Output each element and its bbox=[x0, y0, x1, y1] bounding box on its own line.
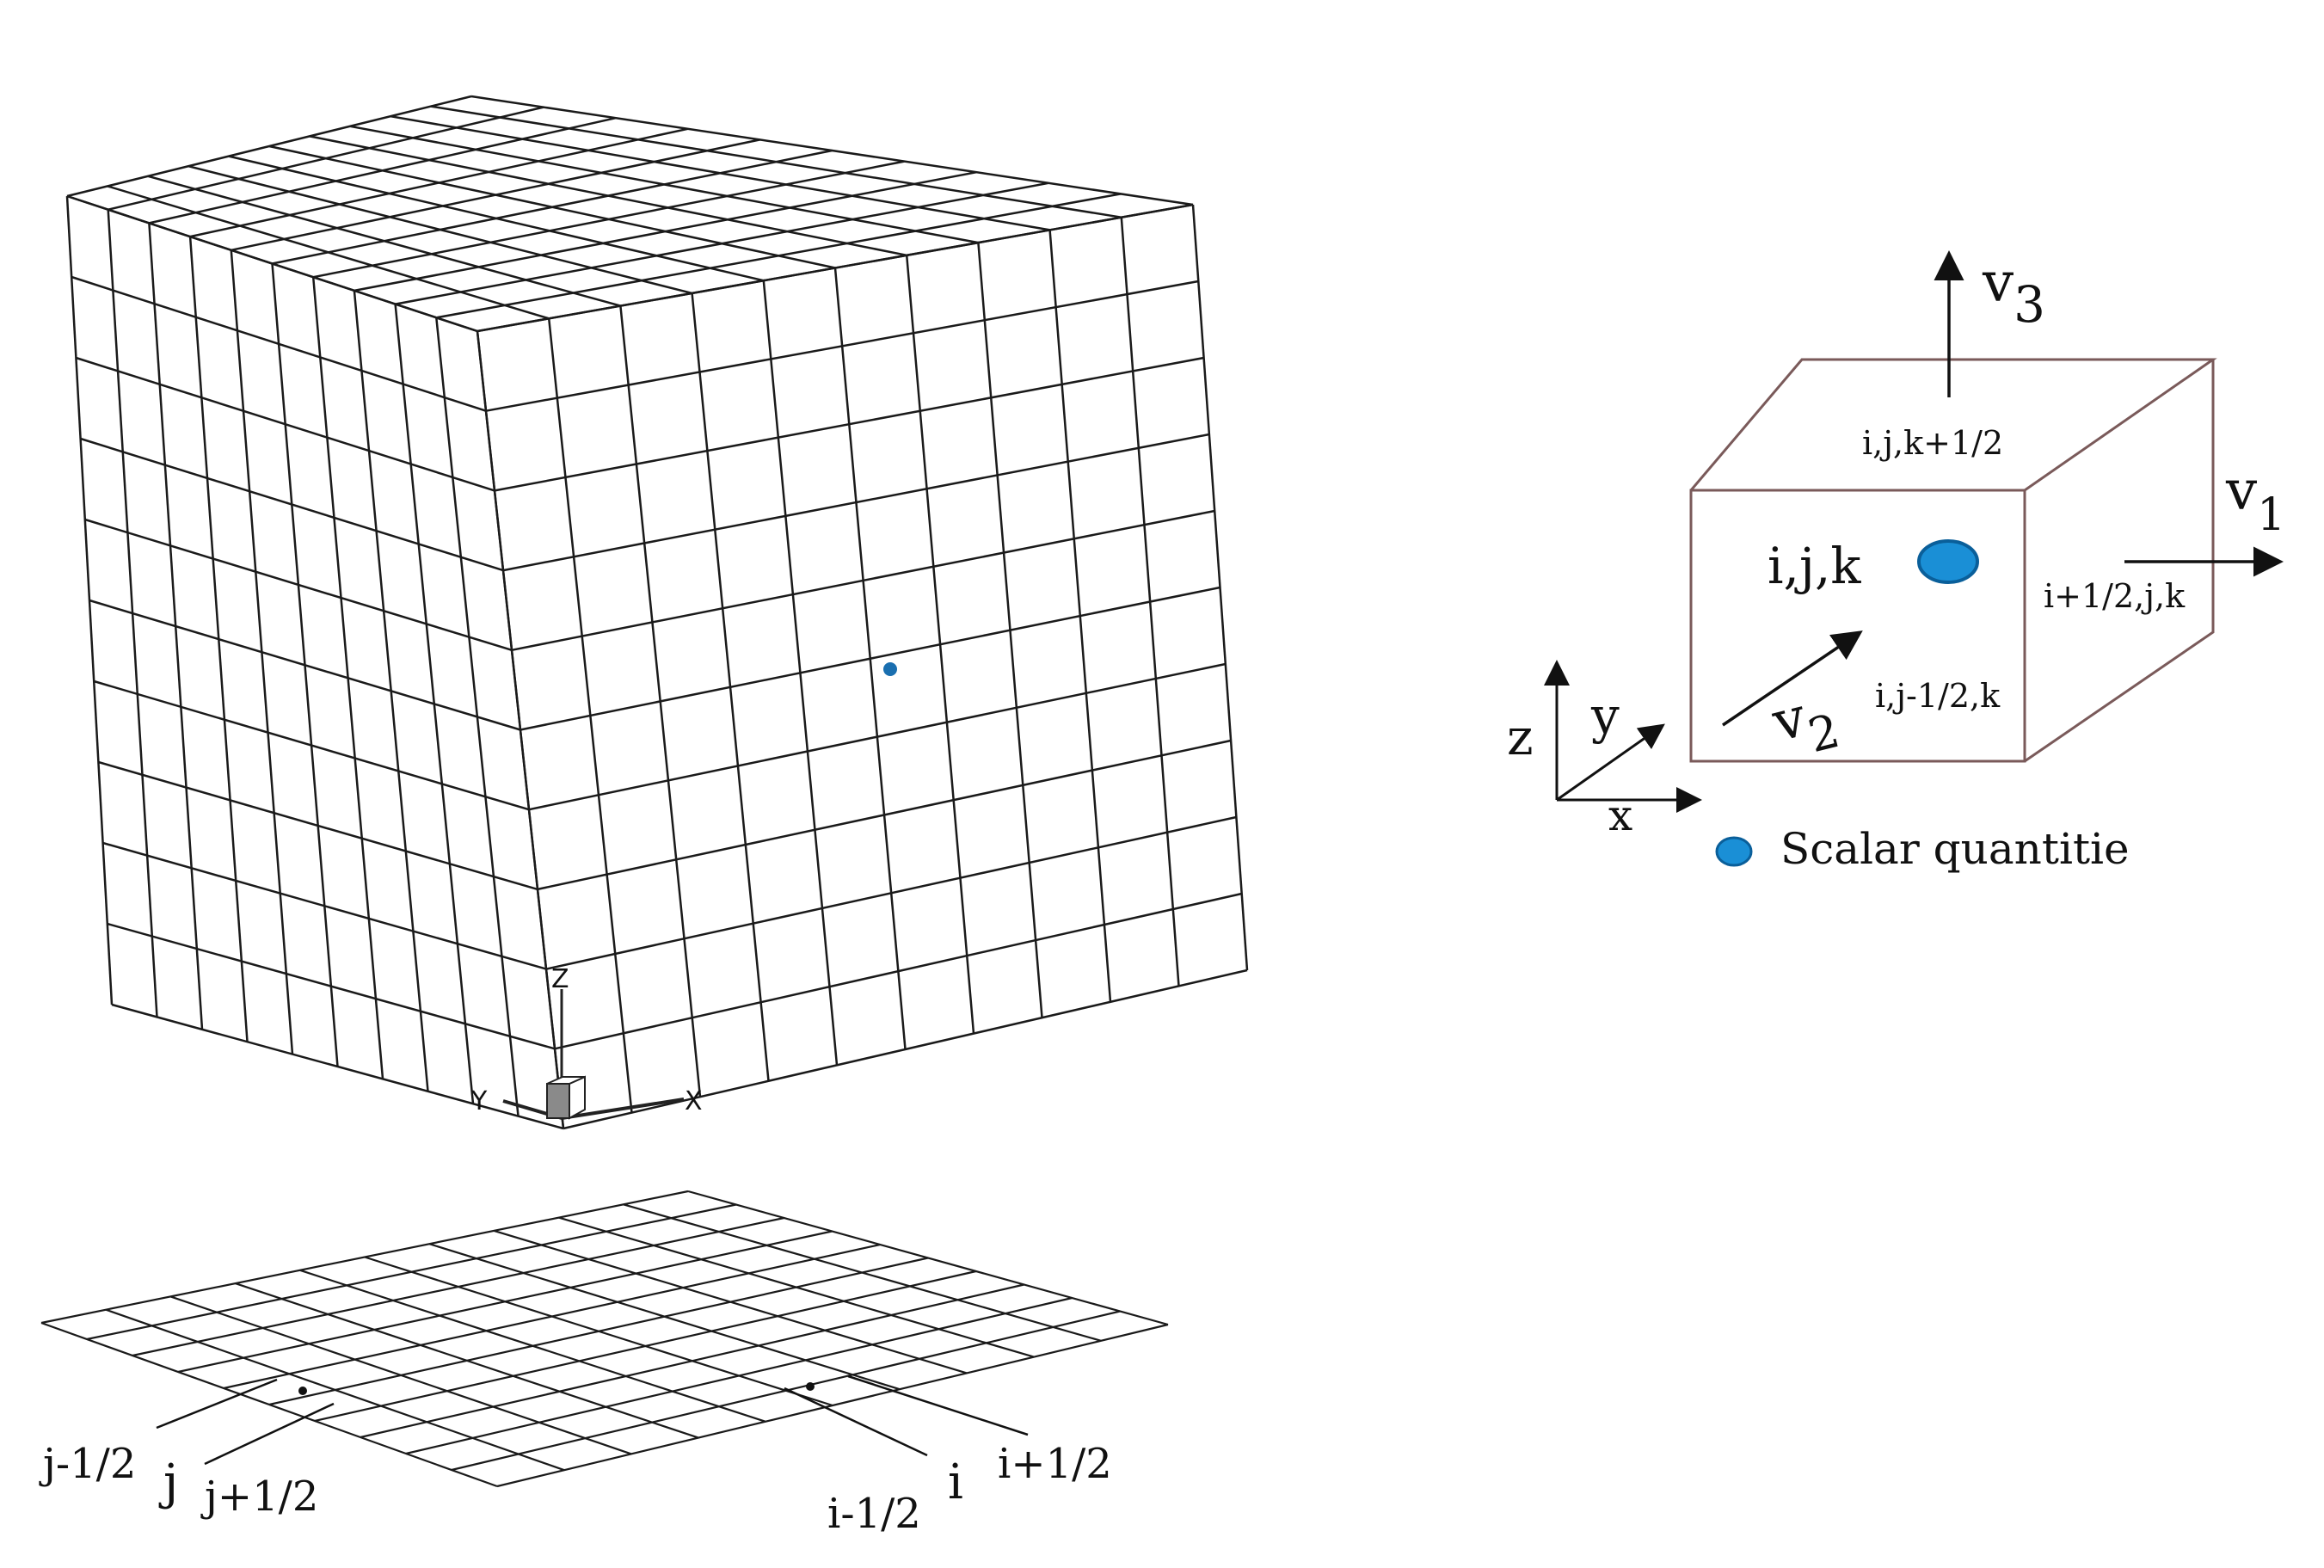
cube-top-line-v6 bbox=[309, 135, 907, 257]
cube-left-line-v3 bbox=[80, 437, 504, 572]
cube-top-line-v3 bbox=[188, 164, 692, 295]
cube-right-line-v8 bbox=[545, 815, 1237, 970]
cube-top-line-v2 bbox=[147, 175, 621, 307]
center-scalar-dot bbox=[1917, 539, 1979, 584]
cube-left-line-v8 bbox=[102, 841, 547, 970]
plane-line-v3 bbox=[177, 1230, 833, 1374]
cell-top-face bbox=[1689, 358, 2217, 492]
label-i-minus-half: i-1/2 bbox=[827, 1490, 921, 1538]
cube-top-line-v8 bbox=[390, 114, 1050, 231]
mesh-axis-triad: Z Y X bbox=[470, 964, 703, 1120]
cube-right-line-v7 bbox=[537, 739, 1232, 891]
triad-x-label: X bbox=[685, 1086, 703, 1116]
cube-top-line-v5 bbox=[268, 145, 836, 269]
cube-right-line-v6 bbox=[528, 662, 1227, 811]
cube-left-line-v10 bbox=[111, 1003, 564, 1130]
cube-left-line-v4 bbox=[84, 518, 513, 651]
plane-annotations: j-1/2 j j+1/2 i-1/2 i i+1/2 bbox=[39, 1374, 1112, 1538]
cube-right-line-v3 bbox=[502, 433, 1210, 572]
cube-right-line-v0 bbox=[476, 203, 1194, 333]
plane-line-v0 bbox=[40, 1190, 689, 1325]
cell-front-face bbox=[1689, 489, 2026, 763]
cube-right-line-v2 bbox=[494, 356, 1204, 492]
cube-right-line-v9 bbox=[554, 892, 1242, 1050]
axis-x-label: x bbox=[1608, 790, 1632, 840]
cube-top-face bbox=[66, 95, 1194, 333]
cube-top-line-v1 bbox=[107, 185, 550, 320]
top-face-index: i,j,k+1/2 bbox=[1862, 424, 2003, 462]
front-face-index: i,j-1/2,k bbox=[1875, 677, 2001, 715]
plane-mesh bbox=[40, 1190, 1169, 1488]
triad-y-label: Y bbox=[470, 1086, 488, 1116]
cube-mesh bbox=[65, 95, 1249, 1130]
cube-right-face bbox=[476, 203, 1249, 1130]
center-index: i,j,k bbox=[1768, 537, 1861, 595]
label-i-plus-half: i+1/2 bbox=[998, 1440, 1112, 1488]
label-j-plus-half: j+1/2 bbox=[200, 1473, 318, 1521]
cube-left-face bbox=[65, 194, 565, 1130]
cube-right-line-v4 bbox=[511, 509, 1215, 652]
triad-z-label: Z bbox=[551, 964, 569, 994]
cube-top-line-v4 bbox=[228, 155, 765, 282]
plane-line-v8 bbox=[405, 1296, 1073, 1455]
cube-center-dot bbox=[883, 662, 897, 676]
axis-y-label: y bbox=[1590, 686, 1620, 745]
cube-left-line-v0 bbox=[66, 194, 478, 333]
label-j-minus-half: j-1/2 bbox=[39, 1440, 136, 1488]
cube-top-line-v9 bbox=[430, 105, 1122, 218]
label-j: j bbox=[158, 1454, 178, 1510]
cube-top-line-v7 bbox=[349, 125, 979, 244]
v3-label: v3 bbox=[1982, 251, 2045, 334]
cube-top-line-v10 bbox=[470, 95, 1194, 206]
plane-j-dot bbox=[298, 1387, 307, 1395]
cube-left-line-v5 bbox=[89, 599, 521, 731]
plane-line-v1 bbox=[86, 1203, 737, 1341]
plane-line-v7 bbox=[360, 1283, 1024, 1439]
plane-line-v4 bbox=[223, 1243, 881, 1390]
cube-left-line-v2 bbox=[76, 356, 495, 492]
plane-line-v10 bbox=[496, 1323, 1169, 1488]
plane-line-v2 bbox=[132, 1216, 784, 1357]
axis-z-label: z bbox=[1507, 708, 1534, 766]
plane-line-v5 bbox=[268, 1257, 929, 1406]
legend: Scalar quantitie bbox=[1715, 824, 2130, 874]
cell-right-face bbox=[2024, 360, 2215, 763]
cube-right-line-v1 bbox=[485, 280, 1199, 412]
plane-i-dot bbox=[806, 1382, 815, 1391]
cube-right-line-v10 bbox=[563, 968, 1248, 1130]
legend-label: Scalar quantitie bbox=[1780, 824, 2130, 874]
cube-left-line-v1 bbox=[71, 275, 487, 412]
staggered-cell: v3 i,j,k+1/2 v1 i+1/2,j,k i,j,k v2 i,j-1… bbox=[1507, 250, 2285, 874]
cube-left-line-v6 bbox=[93, 679, 530, 811]
v1-label: v1 bbox=[2225, 459, 2285, 541]
cube-left-line-v7 bbox=[98, 760, 538, 891]
label-i: i bbox=[948, 1454, 963, 1510]
plane-line-v6 bbox=[314, 1270, 977, 1423]
cube-left-line-v9 bbox=[107, 922, 556, 1050]
plane-line-v9 bbox=[451, 1310, 1121, 1472]
right-face-index: i+1/2,j,k bbox=[2044, 577, 2186, 615]
cube-right-line-v5 bbox=[520, 586, 1220, 731]
cell-axes: z y x bbox=[1507, 660, 1702, 840]
triad-box-icon bbox=[546, 1083, 570, 1119]
legend-scalar-dot-icon bbox=[1715, 836, 1753, 867]
v2-label: v2 bbox=[1766, 679, 1845, 772]
v2-arrow bbox=[1722, 630, 1863, 727]
